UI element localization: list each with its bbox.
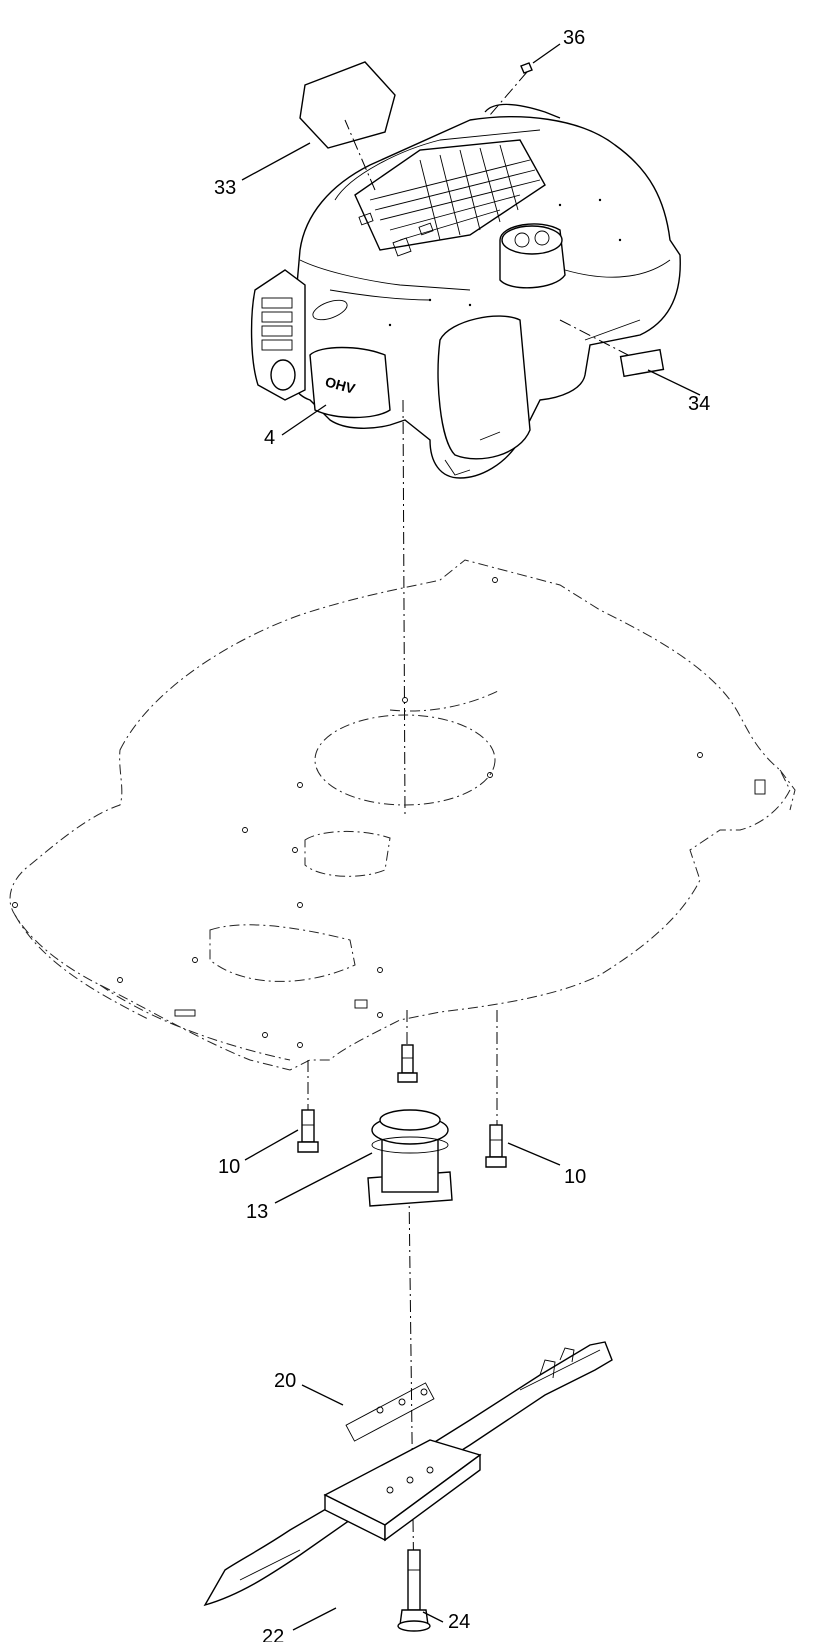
callout-24: 24 [448, 1611, 470, 1633]
leader-lines [241, 43, 701, 1631]
callout-4: 4 [264, 427, 275, 449]
callout-22: 22 [262, 1626, 284, 1642]
blade-adapter [367, 1109, 453, 1207]
decal-hexagon [299, 61, 396, 149]
callout-10-left: 10 [218, 1156, 240, 1178]
blade-stiffener [323, 1439, 482, 1542]
callout-20: 20 [274, 1370, 296, 1392]
blade-bolt [397, 1549, 431, 1632]
callout-10-right: 10 [564, 1166, 586, 1188]
mower-deck-outline [9, 559, 796, 1071]
callout-36: 36 [563, 27, 585, 49]
bolt-center [397, 1044, 418, 1083]
callout-13: 13 [246, 1201, 268, 1223]
callout-34: 34 [688, 393, 710, 415]
nut-part [520, 62, 533, 74]
engine-logo-text: OHV [323, 373, 357, 396]
bolt-right [485, 1124, 507, 1168]
callout-33: 33 [214, 177, 236, 199]
bolt-left [297, 1109, 319, 1153]
decal-rectangle [619, 348, 665, 378]
engine-assembly: OHV [250, 103, 681, 479]
